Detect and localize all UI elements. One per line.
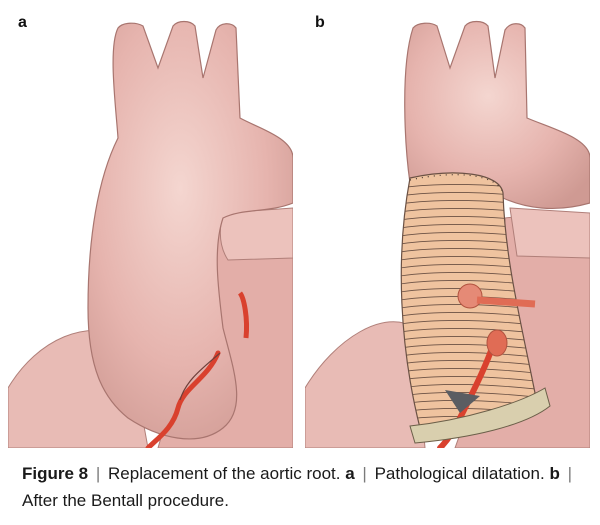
aorta-fold-line <box>179 352 221 401</box>
caption-main-text: Replacement of the aortic root. <box>108 464 341 483</box>
caption-b-label: b <box>549 464 560 483</box>
panel-b-label: b <box>315 14 325 31</box>
dilated-aortic-root-drawing <box>8 20 293 448</box>
aortic-arch <box>404 20 590 210</box>
caption-separator: | <box>567 464 572 483</box>
dilated-aorta <box>87 20 293 440</box>
caption-separator: | <box>95 464 101 483</box>
caption-a-text: Pathological dilatation. <box>374 464 545 483</box>
panel-a-illustration: a <box>8 8 293 448</box>
caption-b-text: After the Bentall procedure. <box>22 491 229 510</box>
left-coronary-artery <box>476 296 536 308</box>
pulmonary-branch <box>509 207 590 259</box>
figure-caption: Figure 8 | Replacement of the aortic roo… <box>22 460 582 514</box>
left-coronary-artery <box>237 291 249 339</box>
right-coronary-artery <box>145 350 221 448</box>
caption-separator: | <box>362 464 367 483</box>
bentall-graft-drawing <box>305 20 590 448</box>
figure-number: Figure 8 <box>22 464 89 483</box>
left-coronary-button <box>457 283 483 309</box>
panel-a-label: a <box>18 14 27 31</box>
right-coronary-button <box>486 329 508 357</box>
mechanical-valve-leaflet <box>445 390 480 413</box>
valve-sewing-ring <box>409 387 551 444</box>
caption-a-label: a <box>345 464 355 483</box>
pulmonary-branch <box>219 207 293 261</box>
panel-b-illustration: b <box>305 8 590 448</box>
